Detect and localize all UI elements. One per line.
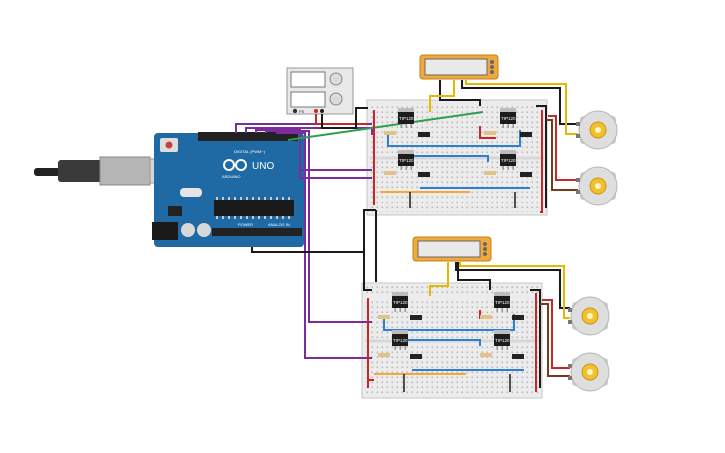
transistor-label: TIP120 xyxy=(399,158,414,163)
breadboard-top[interactable] xyxy=(366,99,548,216)
diode xyxy=(418,132,430,137)
dc-motor[interactable] xyxy=(576,166,618,206)
motor-group xyxy=(568,110,618,392)
resistor xyxy=(384,131,396,135)
transistor-tip120[interactable]: TIP120 xyxy=(500,108,516,128)
resistor xyxy=(378,353,390,357)
diode xyxy=(512,315,524,320)
battery-pack-top[interactable] xyxy=(419,54,499,80)
transistor-label: TIP120 xyxy=(393,300,408,305)
analog-header xyxy=(212,228,302,236)
digital-label: DIGITAL (PWM~) xyxy=(234,149,266,154)
transistor-tip120[interactable]: TIP120 xyxy=(500,150,516,170)
transistor-label: TIP120 xyxy=(495,300,510,305)
digital-header xyxy=(198,132,298,141)
wires xyxy=(235,80,578,392)
dc-motor[interactable] xyxy=(576,110,618,150)
dc-motor[interactable] xyxy=(568,296,610,336)
capacitor xyxy=(181,223,195,237)
transistor-label: TIP120 xyxy=(399,116,414,121)
power-jack xyxy=(152,222,178,240)
transistor-label: TIP120 xyxy=(393,338,408,343)
transistor-tip120[interactable]: TIP120 xyxy=(398,108,414,128)
resistor xyxy=(480,353,492,357)
diode xyxy=(418,172,430,177)
atmega-chip xyxy=(214,200,294,216)
diode xyxy=(410,315,422,320)
transistor-tip120[interactable]: TIP120 xyxy=(392,292,408,312)
transistor-tip120[interactable]: TIP120 xyxy=(392,330,408,350)
transistor-label: TIP120 xyxy=(495,338,510,343)
power-label: POWER xyxy=(238,222,253,227)
arduino-logo xyxy=(223,159,247,171)
resistor xyxy=(480,315,492,319)
arduino-uno-board[interactable]: UNO ARDUINO DIGITAL (PWM~) POWER ANALOG … xyxy=(152,132,304,247)
arduino-label: ARDUINO xyxy=(222,174,240,179)
dc-motor[interactable] xyxy=(568,352,610,392)
passives xyxy=(378,131,532,359)
crystal xyxy=(180,188,202,197)
uno-label: UNO xyxy=(252,161,274,172)
diode xyxy=(520,172,532,177)
diode xyxy=(512,354,524,359)
diode xyxy=(410,354,422,359)
resistor xyxy=(484,171,496,175)
transistor-label: TIP120 xyxy=(501,116,516,121)
transistor-label: TIP120 xyxy=(501,158,516,163)
transistor-tip120[interactable]: TIP120 xyxy=(494,292,510,312)
resistor xyxy=(378,315,390,319)
transistor-tip120[interactable]: TIP120 xyxy=(494,330,510,350)
diode xyxy=(520,132,532,137)
power-supply-label: PS xyxy=(299,109,305,114)
analog-label: ANALOG IN xyxy=(268,222,290,227)
resistor xyxy=(484,131,496,135)
resistor xyxy=(384,171,396,175)
power-supply[interactable]: PS xyxy=(286,67,354,115)
transistor-tip120[interactable]: TIP120 xyxy=(398,150,414,170)
battery-pack-bottom[interactable] xyxy=(412,236,492,262)
